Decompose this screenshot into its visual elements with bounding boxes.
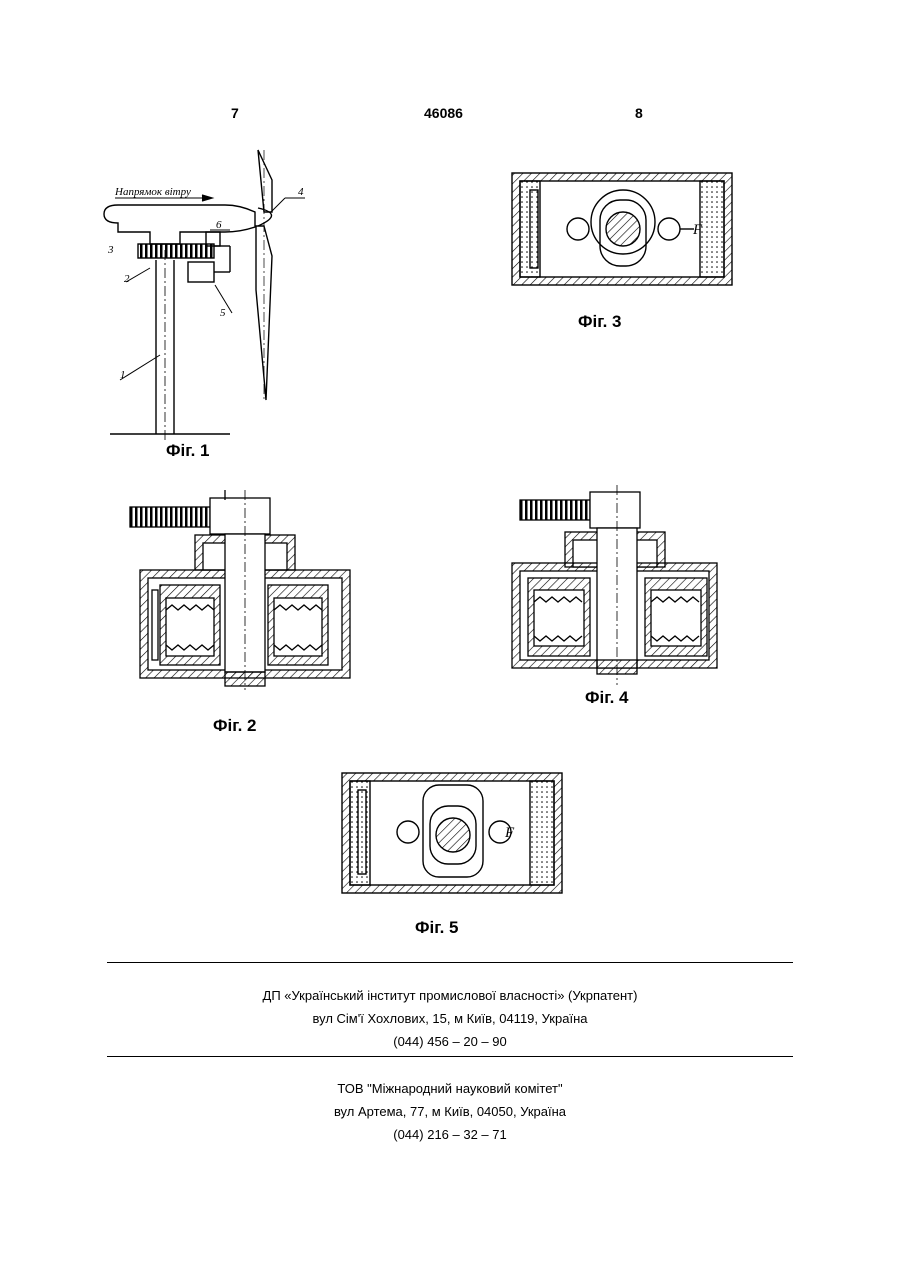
divider-bottom	[107, 1056, 793, 1057]
ref-label: 6	[216, 219, 222, 231]
figure-1-refs: 1 2 3 4 5 6	[107, 186, 304, 381]
figure-5-drawing: F	[342, 773, 562, 893]
svg-text:F: F	[504, 825, 515, 841]
figure-3-drawing: F	[512, 173, 732, 285]
figure-4-caption: Фіг. 4	[585, 688, 629, 708]
publisher-name: ДП «Український інститут промислової вла…	[0, 988, 900, 1003]
publisher-phone: (044) 456 – 20 – 90	[0, 1034, 900, 1049]
ref-label: 5	[220, 307, 226, 319]
figure-5-caption: Фіг. 5	[415, 918, 459, 938]
ref-label: 1	[120, 369, 126, 381]
ref-label: 3	[107, 244, 114, 256]
divider-top	[107, 962, 793, 963]
figure-1-caption: Фіг. 1	[166, 441, 210, 461]
svg-text:F: F	[692, 222, 703, 238]
wind-direction-label: Напрямок вітру	[114, 186, 191, 198]
printer-phone: (044) 216 – 32 – 71	[0, 1127, 900, 1142]
figure-2-caption: Фіг. 2	[213, 716, 257, 736]
ref-label: 2	[124, 273, 130, 285]
ref-label: 4	[298, 186, 304, 198]
figure-4-drawing	[512, 485, 717, 685]
figure-3-caption: Фіг. 3	[578, 312, 622, 332]
printer-name: ТОВ "Міжнародний науковий комітет"	[0, 1081, 900, 1096]
figure-2-drawing	[130, 490, 350, 690]
publisher-address: вул Сім'ї Хохлових, 15, м Київ, 04119, У…	[0, 1011, 900, 1026]
printer-address: вул Артема, 77, м Київ, 04050, Україна	[0, 1104, 900, 1119]
patent-drawings: Напрямок вітру 1 2 3 4 5 6 F	[0, 0, 900, 960]
